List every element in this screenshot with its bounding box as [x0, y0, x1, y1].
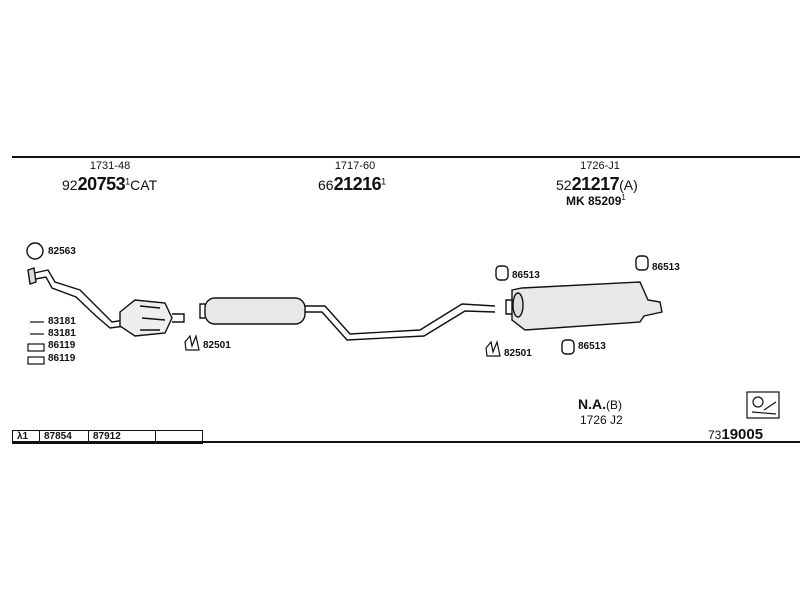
- section-ref-2: 1717-60: [334, 160, 376, 172]
- section-ref-1: 1731-48: [89, 160, 131, 172]
- na-ref: 1726 J2: [580, 413, 623, 427]
- part-list-3: 86119: [48, 340, 76, 351]
- section-part-2: 66212161: [318, 174, 387, 194]
- section-part-3: 5221217(A): [556, 174, 638, 194]
- part-hanger-c: 86513: [578, 341, 606, 352]
- hanger-b-icon: [635, 255, 649, 271]
- hanger-c-icon: [561, 339, 575, 355]
- na-label: N.A.(B): [578, 396, 622, 412]
- rear-silencer-icon: [511, 281, 663, 331]
- part-hanger-a: 86513: [512, 270, 540, 281]
- compat-table: λ1 87854 87912: [12, 430, 203, 444]
- catalog-number: 7319005: [708, 426, 764, 443]
- table-cell-2: 87912: [89, 431, 156, 443]
- part-ring: 82563: [48, 246, 76, 257]
- part-clamp-right: 82501: [504, 348, 532, 359]
- hanger-a-icon: [495, 265, 509, 281]
- front-pipe-icon: [29, 269, 126, 323]
- bottom-divider: [12, 441, 800, 443]
- part-list-1: 83181: [48, 316, 76, 327]
- top-divider: [12, 156, 800, 158]
- clamp-left-icon: [184, 333, 200, 351]
- table-cell-1: 87854: [40, 431, 89, 443]
- section-ref-3: 1726-J1: [580, 160, 620, 172]
- part-list-2: 83181: [48, 328, 76, 339]
- table-cell-lambda: λ1: [13, 431, 40, 443]
- part-clamp-left: 82501: [203, 340, 231, 351]
- mk-kit-label: MK 852091: [566, 193, 626, 208]
- middle-silencer-icon: [204, 297, 306, 325]
- section-part-1: 92207531CAT: [62, 174, 158, 194]
- part-hanger-b: 86513: [652, 262, 680, 273]
- clamp-right-icon: [485, 339, 501, 357]
- part-list-4: 86119: [48, 353, 76, 364]
- table-cell-3: [156, 431, 202, 443]
- ring-gasket-icon: [26, 242, 44, 260]
- middle-pipe-icon: [305, 303, 496, 335]
